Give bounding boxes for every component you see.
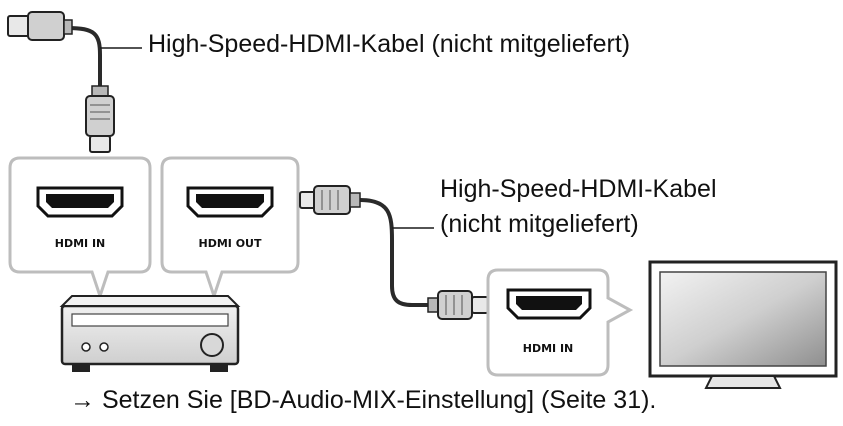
instruction-text: → Setzen Sie [BD-Audio-MIX-Einstellung] … [70, 386, 657, 414]
television [648, 260, 838, 389]
hdmi-port-icon [36, 186, 124, 218]
hdmi-cable-top [7, 11, 142, 153]
receiver-hdmi-out-label: HDMI OUT [199, 237, 262, 250]
cable-right-label-line1: High-Speed-HDMI-Kabel [440, 175, 717, 203]
tv-screen [659, 271, 827, 367]
cable-top-label: High-Speed-HDMI-Kabel (nicht mitgeliefer… [148, 30, 631, 58]
hdmi-plug-top-horizontal [7, 11, 73, 41]
hdmi-plug-right-upper [299, 185, 361, 215]
receiver-button-icon [81, 342, 91, 352]
cable-right-label-line2: (nicht mitgeliefert) [440, 210, 639, 238]
hdmi-port-icon [506, 288, 592, 320]
callout-receiver-hdmi-out: HDMI OUT [160, 156, 300, 301]
callout-receiver-hdmi-in: HDMI IN [8, 156, 152, 301]
receiver-button-icon [99, 342, 109, 352]
tv-hdmi-in-label: HDMI IN [523, 342, 574, 355]
callout-tv-hdmi-in: HDMI IN [486, 268, 634, 377]
av-receiver [59, 295, 241, 372]
hdmi-plug-top-vertical [85, 85, 115, 153]
hdmi-port-icon [186, 186, 274, 218]
hdmi-plug-right-lower [427, 290, 489, 320]
hdmi-cable-right [299, 185, 489, 320]
receiver-volume-knob-icon [200, 333, 224, 357]
receiver-hdmi-in-label: HDMI IN [55, 237, 106, 250]
